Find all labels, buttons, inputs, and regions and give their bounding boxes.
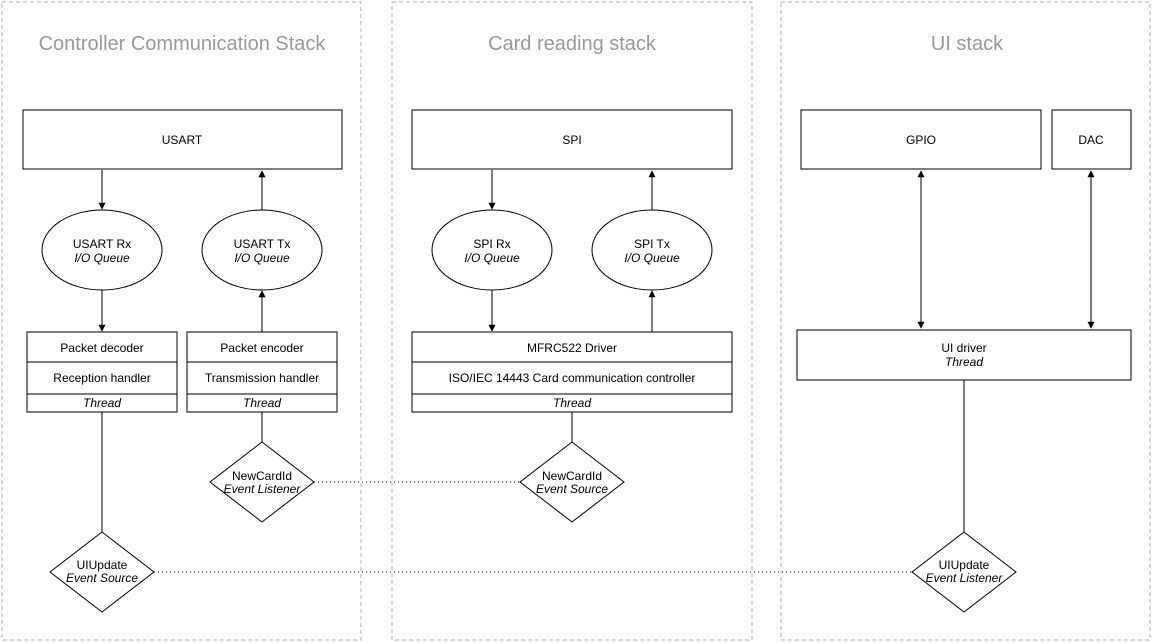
usart-tx-queue-type: I/O Queue — [234, 251, 290, 265]
usart-rx-queue-type: I/O Queue — [74, 251, 130, 265]
usart-rx-queue-label: USART Rx — [73, 237, 131, 251]
newcardid-listener-label: NewCardId — [232, 469, 292, 483]
reception-handler-label: Reception handler — [53, 371, 150, 385]
controller-stack-title: Controller Communication Stack — [39, 33, 327, 55]
newcardid-source-diamond — [519, 441, 625, 523]
card-stack-group — [391, 1, 753, 641]
spi-label: SPI — [562, 133, 581, 147]
reception-block — [26, 331, 178, 413]
spi-rx-queue-type: I/O Queue — [464, 251, 520, 265]
ui-stack-title: UI stack — [931, 33, 1004, 55]
spi-tx-queue-type: I/O Queue — [624, 251, 680, 265]
mfrc522-driver-block — [411, 331, 733, 413]
packet-decoder-label: Packet decoder — [60, 341, 143, 355]
controller-stack-group — [1, 1, 362, 641]
gpio-box — [800, 109, 1042, 170]
newcardid-listener-diamond — [209, 441, 315, 523]
spi-box — [411, 109, 733, 170]
dac-label: DAC — [1078, 133, 1104, 147]
gpio-label: GPIO — [906, 133, 936, 147]
mfrc522-driver-label: MFRC522 Driver — [527, 341, 617, 355]
ui-driver-thread-label: Thread — [945, 355, 983, 369]
usart-box — [22, 109, 343, 170]
ui-driver-label: UI driver — [941, 341, 986, 355]
card-communication-controller-label: ISO/IEC 14443 Card communication control… — [449, 371, 696, 385]
uiupdate-source-label: UIUpdate — [77, 558, 128, 572]
newcardid-listener-type: Event Listener — [224, 482, 302, 496]
uiupdate-listener-type: Event Listener — [926, 571, 1004, 585]
ui-driver-box — [796, 329, 1132, 381]
uiupdate-listener-diamond — [911, 531, 1017, 613]
spi-rx-queue-label: SPI Rx — [473, 237, 510, 251]
newcardid-source-type: Event Source — [536, 482, 608, 496]
uiupdate-source-diamond — [49, 531, 155, 613]
card-stack-title: Card reading stack — [488, 33, 657, 55]
transmission-handler-label: Transmission handler — [205, 371, 319, 385]
usart-label: USART — [162, 133, 203, 147]
uiupdate-listener-label: UIUpdate — [939, 558, 990, 572]
spi-tx-queue-label: SPI Tx — [634, 237, 670, 251]
newcardid-source-label: NewCardId — [542, 469, 602, 483]
ui-stack-group — [780, 1, 1151, 641]
usart-tx-queue-label: USART Tx — [234, 237, 291, 251]
packet-encoder-label: Packet encoder — [220, 341, 303, 355]
transmission-thread-label: Thread — [243, 396, 281, 410]
uiupdate-source-type: Event Source — [66, 571, 138, 585]
dac-box — [1051, 109, 1132, 170]
reception-thread-label: Thread — [83, 396, 121, 410]
card-thread-label: Thread — [553, 396, 591, 410]
